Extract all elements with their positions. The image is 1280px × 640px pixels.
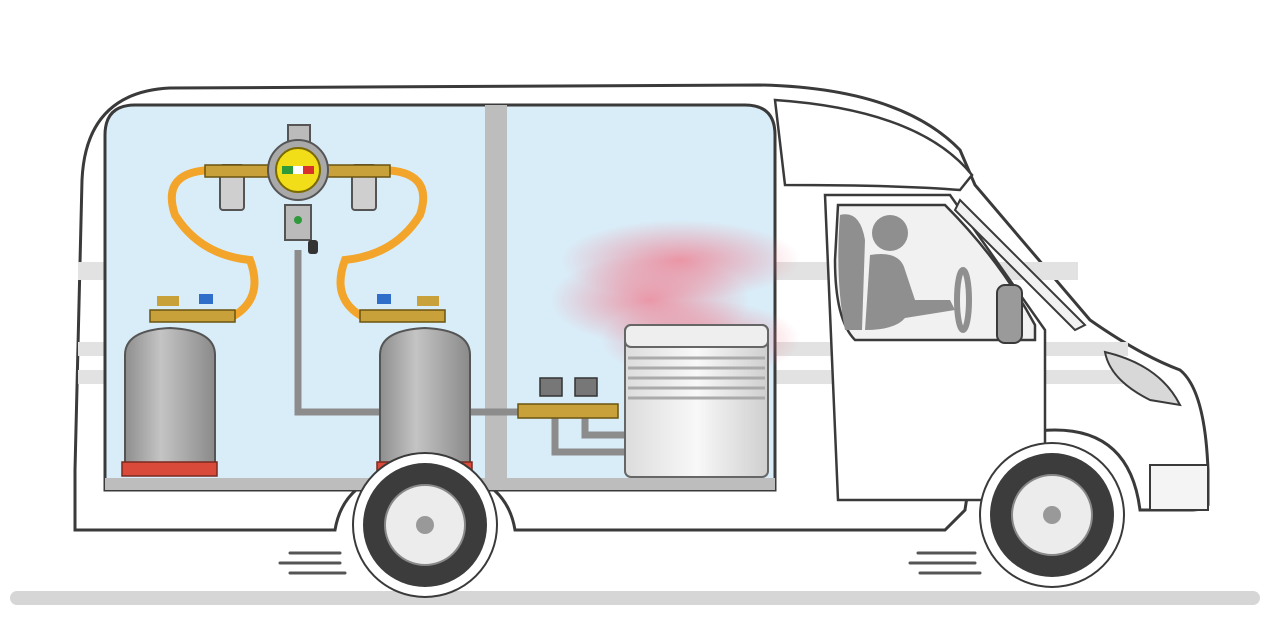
road xyxy=(10,591,1260,605)
shutoff-valves xyxy=(517,377,619,419)
gas-heater xyxy=(624,324,769,478)
side-mirror xyxy=(996,284,1023,344)
regulator xyxy=(267,124,329,254)
hose-left xyxy=(167,166,259,322)
cab-roof xyxy=(773,98,974,192)
gas-leak-cloud xyxy=(550,220,800,380)
partition xyxy=(485,105,507,478)
hose-right xyxy=(336,166,428,322)
bumper xyxy=(1149,464,1209,511)
windshield xyxy=(953,198,1087,332)
cargo-interior xyxy=(103,103,777,492)
headlight xyxy=(1103,350,1182,407)
gas-cylinder-left xyxy=(121,294,236,477)
front-wheel xyxy=(979,442,1125,588)
driver-silhouette xyxy=(838,214,972,333)
motion-lines xyxy=(278,551,982,575)
rear-wheel xyxy=(352,452,498,598)
